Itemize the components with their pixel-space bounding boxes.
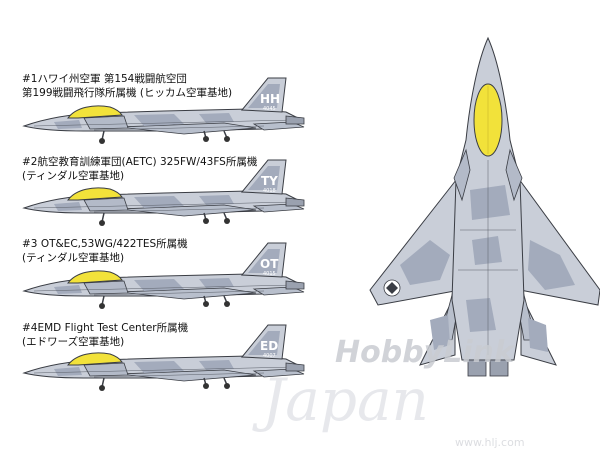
tail-serial: 4007: [263, 353, 276, 359]
aircraft-side-3: OT 4015: [23, 242, 305, 310]
watermark-script: Japan: [252, 366, 429, 434]
aircraft-side-4: ED 4007: [23, 324, 305, 392]
caption-line2: (ティンダル空軍基地): [22, 170, 125, 182]
tail-serial: 4045: [263, 106, 276, 112]
tail-code: HH: [260, 92, 280, 106]
caption-line1: #3 OT&EC,53WG/422TES所属機: [22, 238, 188, 250]
caption-line1: #1ハワイ州空軍 第154戦闘航空団: [22, 73, 187, 85]
aircraft-caption-3: #3 OT&EC,53WG/422TES所属機 (ティンダル空軍基地): [22, 237, 188, 265]
tail-serial: 4015: [263, 271, 276, 277]
watermark: HobbyLink Japan www.hlj.com: [252, 335, 525, 449]
caption-line2: 第199戦闘飛行隊所属機 (ヒッカム空軍基地): [22, 87, 233, 99]
tail-serial: 4018: [263, 188, 276, 194]
aircraft-side-2: TY 4018: [23, 159, 305, 227]
tail-code: OT: [260, 257, 279, 271]
tail-code: ED: [260, 339, 278, 353]
caption-line2: (エドワーズ空軍基地): [22, 336, 125, 348]
caption-line1: #2航空教育訓練軍団(AETC) 325FW/43FS所属機: [22, 156, 258, 168]
watermark-brand: HobbyLink: [335, 335, 516, 370]
aircraft-caption-2: #2航空教育訓練軍団(AETC) 325FW/43FS所属機 (ティンダル空軍基…: [22, 155, 257, 183]
aircraft-caption-4: #4EMD Flight Test Center所属機 (エドワーズ空軍基地): [22, 321, 188, 349]
watermark-url: www.hlj.com: [455, 436, 525, 449]
caption-line1: #4EMD Flight Test Center所属機: [22, 322, 189, 334]
aircraft-caption-1: #1ハワイ州空軍 第154戦闘航空団 第199戦闘飛行隊所属機 (ヒッカム空軍基…: [22, 72, 232, 100]
caption-line2: (ティンダル空軍基地): [22, 252, 125, 264]
aircraft-side-1: HH 4045: [23, 77, 305, 145]
aircraft-top-view: [369, 36, 600, 377]
tail-code: TY: [261, 174, 278, 188]
